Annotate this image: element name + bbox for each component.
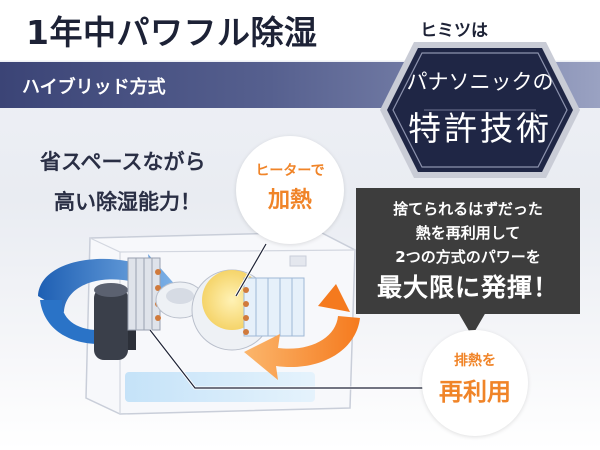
subcopy-line-1: 省スペースながら [40,150,206,174]
orange-airflow-arrow [244,284,360,380]
subcopy-line-2: 高い除湿能力！ [54,190,201,214]
heater-badge [236,136,344,244]
headline: 1年中パワフル除湿 [26,13,318,52]
badge-line-1: パナソニックの [406,70,554,94]
callout-line-1: 捨てられるはずだった [393,200,543,218]
badge-lead-text: ヒミツは [420,21,488,41]
callout-line-2: 熱を再利用して [415,224,521,242]
cooling-coil [127,257,161,331]
subcopy: 省スペースながら 高い除湿能力！ [40,142,205,222]
heater-label-small: ヒーターで [255,163,325,179]
callout-line-3: 2つの方式のパワーを [395,248,541,266]
heater-label-large: 加熱 [267,188,312,213]
callout-box [356,188,580,314]
reuse-badge [422,330,528,436]
patent-badge [380,42,580,178]
heat-exchanger [243,277,305,337]
badge-line-2: 特許技術 [408,109,552,148]
callout-line-4: 最大限に発揮！ [376,273,559,302]
pointer-lines [148,243,424,390]
reuse-label-large: 再利用 [439,378,511,406]
hybrid-band-label: ハイブリッド方式 [22,77,166,98]
reuse-label-small: 排熱を [454,353,496,369]
